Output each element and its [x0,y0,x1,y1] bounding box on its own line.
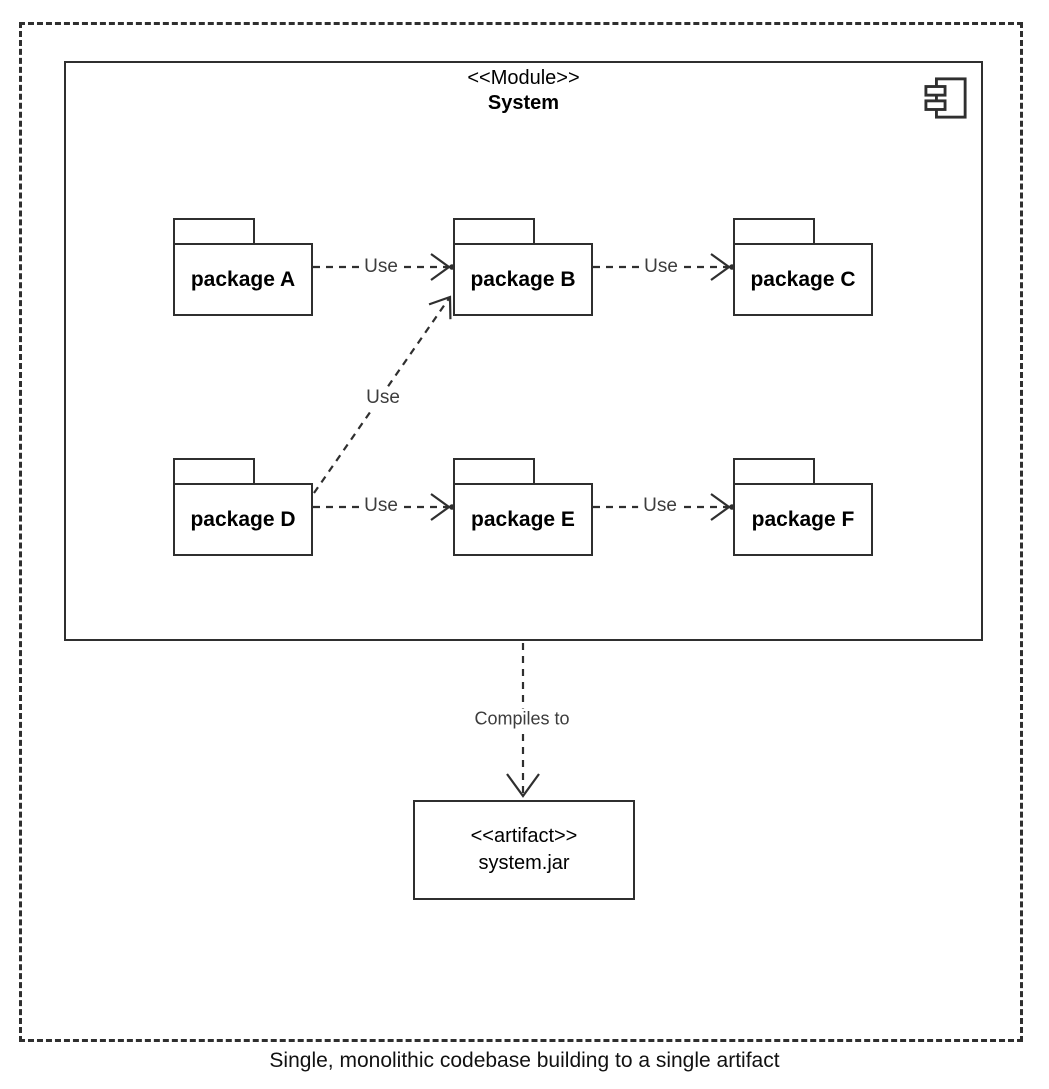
edge-label-use: Use [639,256,683,278]
package-tab [733,218,815,245]
module-stereotype: <<Module>> [467,67,580,89]
package-tab [453,218,535,245]
package-tab [453,458,535,485]
package-f-node: package F [733,458,873,556]
edge-label-use: Use [359,256,403,278]
package-tab [173,218,255,245]
package-c-node: package C [733,218,873,316]
artifact-stereotype: <<artifact>> [470,825,578,847]
package-label: package E [453,483,593,556]
package-b-node: package B [453,218,593,316]
package-a-node: package A [173,218,313,316]
package-d-node: package D [173,458,313,556]
package-tab [733,458,815,485]
edge-label-use: Use [638,495,682,517]
package-label: package D [173,483,313,556]
artifact-node: <<artifact>> system.jar [413,800,635,900]
package-label: package A [173,243,313,316]
package-label: package C [733,243,873,316]
diagram-caption: Single, monolithic codebase building to … [269,1049,780,1072]
edge-label-use: Use [359,495,403,517]
module-name: System [487,92,560,114]
package-e-node: package E [453,458,593,556]
module-header: <<Module>> System [66,66,981,116]
uml-component-icon [924,77,967,119]
edge-label-use: Use [361,387,405,409]
artifact-name: system.jar [478,852,570,874]
edge-label-compiles-to: Compiles to [469,708,575,730]
package-label: package F [733,483,873,556]
package-label: package B [453,243,593,316]
package-tab [173,458,255,485]
